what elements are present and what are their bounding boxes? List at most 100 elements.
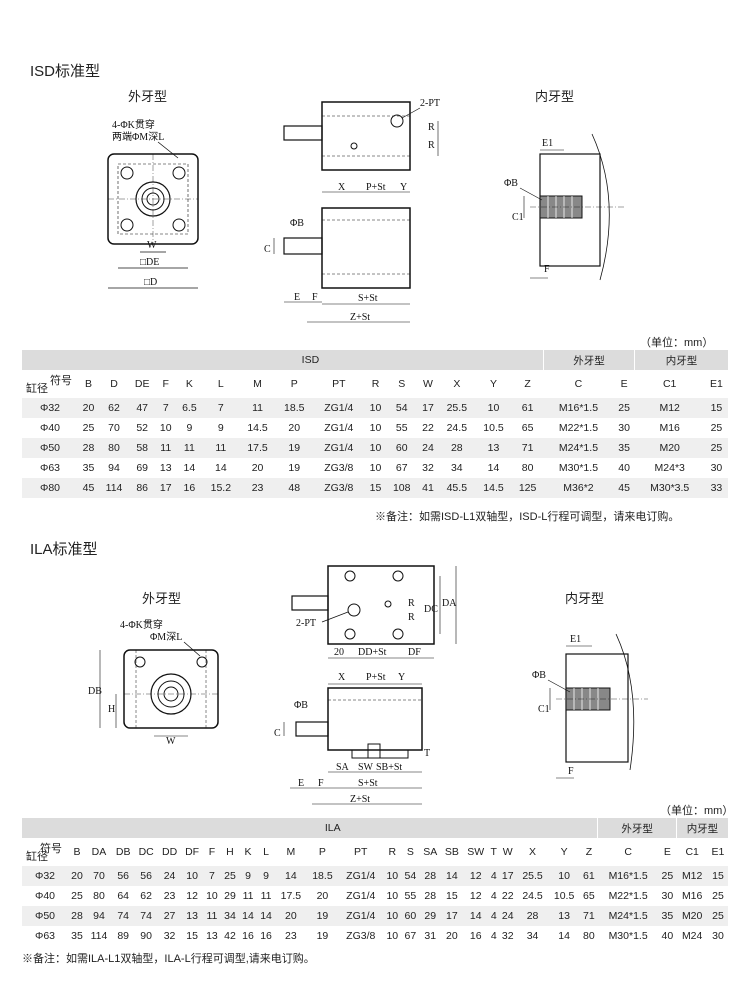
ila-table-cell: 62	[134, 886, 158, 906]
ila-table-cell: 74	[111, 906, 135, 926]
ila-column-header: DC	[134, 838, 158, 866]
isd-table-cell: 7	[155, 398, 177, 418]
isd-column-header: D	[98, 370, 130, 398]
ila-table-cell: 74	[134, 906, 158, 926]
ila-table-cell: 114	[86, 926, 112, 946]
isd-table-cell: 35	[613, 438, 635, 458]
isd-table-cell: M30*3.5	[634, 478, 705, 498]
ila-column-header: T	[488, 838, 499, 866]
ila-table-cell: 13	[181, 906, 203, 926]
ila-table-cell: 22	[498, 886, 517, 906]
isd-column-header: Y	[475, 370, 512, 398]
isd-d-label: □D	[144, 277, 157, 288]
ila-section-title: ILA标准型	[30, 541, 98, 558]
ila-hole-note-2: ΦM深L	[150, 631, 182, 643]
ila-int-phi-b-label: ΦB	[532, 670, 546, 681]
ila-table-cell: 17	[498, 866, 517, 886]
ila-side-view-drawing: 2-PT R R DC DA 20 DD+St DF X P+St Y ΦB C…	[274, 565, 457, 805]
isd-note: ※备注：如需ISD-L1双轴型，ISD-L行程可调型，请来电订购。	[375, 511, 680, 523]
isd-column-header: C1	[634, 370, 705, 398]
ila-column-header: DF	[181, 838, 203, 866]
ila-table-cell: 10	[383, 906, 402, 926]
ila-bore-cell: Φ40	[22, 886, 68, 906]
ila-table-cell: 40	[658, 926, 677, 946]
ila-sw-label: SW	[358, 762, 374, 773]
isd-table-cell: M12	[634, 398, 705, 418]
ila-table-cell: 16	[257, 926, 276, 946]
ila-p-st-label: P+St	[366, 672, 386, 683]
ila-r2-label: R	[408, 612, 415, 623]
ila-column-header: M	[275, 838, 307, 866]
ila-table-cell: M22*1.5	[597, 886, 659, 906]
isd-table-cell: 47	[129, 398, 156, 418]
ila-table-cell: M20	[676, 906, 708, 926]
isd-table-cell: M24*1.5	[543, 438, 614, 458]
ila-unit-note: （单位：mm）	[660, 805, 734, 817]
isd-hole-note-1: 4-ΦK贯穿	[112, 118, 155, 131]
isd-group-int: 内牙型	[634, 350, 728, 370]
isd-table-cell: 80	[98, 438, 130, 458]
ila-column-header: Y	[548, 838, 580, 866]
ila-table-cell: 34	[516, 926, 549, 946]
isd-table-cell: 40	[613, 458, 635, 478]
isd-column-header: R	[365, 370, 386, 398]
ila-table-cell: M16	[676, 886, 708, 906]
ila-table-cell: 10	[181, 866, 203, 886]
ila-table-cell: 14	[275, 866, 307, 886]
isd-table-cell: 71	[511, 438, 544, 458]
ila-table-cell: 24	[498, 906, 517, 926]
ila-table-cell: 20	[68, 866, 87, 886]
isd-table-cell: 18.5	[275, 398, 313, 418]
isd-table-cell: 70	[98, 418, 130, 438]
ila-column-header: E	[658, 838, 677, 866]
ila-table-cell: 4	[488, 886, 499, 906]
isd-table-cell: 45.5	[438, 478, 476, 498]
ila-table-cell: 19	[306, 926, 339, 946]
ila-table-cell: M16*1.5	[597, 866, 659, 886]
isd-table-cell: 19	[275, 458, 313, 478]
isd-column-header: E	[613, 370, 635, 398]
ila-table-cell: 10.5	[548, 886, 580, 906]
ila-da-label: DA	[442, 598, 457, 609]
ila-column-header: SA	[419, 838, 442, 866]
isd-table-cell: 32	[417, 458, 439, 478]
ila-int-thread-label: 内牙型	[565, 591, 605, 606]
isd-p-st-label: P+St	[366, 182, 386, 193]
isd-column-header: B	[78, 370, 99, 398]
isd-table-cell: 10	[475, 398, 512, 418]
isd-bore-cell: Φ50	[22, 438, 78, 458]
isd-table-cell: ZG1/4	[312, 398, 366, 418]
ila-column-header: H	[220, 838, 239, 866]
isd-column-header: PT	[312, 370, 366, 398]
isd-table-cell: 11	[176, 438, 203, 458]
isd-pt-label: 2-PT	[420, 98, 440, 109]
isd-table-cell: 17.5	[239, 438, 276, 458]
ila-column-header: X	[516, 838, 549, 866]
isd-column-header: P	[275, 370, 313, 398]
isd-table-cell: 24	[417, 438, 439, 458]
isd-table-cell: 23	[239, 478, 276, 498]
isd-table-cell: 15	[365, 478, 386, 498]
ila-column-header: S	[401, 838, 420, 866]
isd-table-cell: 9	[202, 418, 240, 438]
isd-table-cell: M16	[634, 418, 705, 438]
ila-table-cell: 14	[441, 866, 463, 886]
ila-bore-cell: Φ50	[22, 906, 68, 926]
isd-corner-bore-label: 缸径	[26, 383, 48, 395]
ila-table-cell: 18.5	[306, 866, 339, 886]
isd-table-cell: M30*1.5	[543, 458, 614, 478]
isd-table-cell: 14	[176, 458, 203, 478]
isd-table-cell: 10	[365, 458, 386, 478]
ila-corner-bore-label: 缸径	[26, 851, 48, 863]
ila-table-cell: 30	[707, 926, 728, 946]
ila-table-cell: 10	[202, 886, 221, 906]
ila-table-cell: 60	[401, 906, 420, 926]
ila-bore-cell: Φ32	[22, 866, 68, 886]
ila-w-label: W	[166, 736, 176, 747]
isd-table-cell: 67	[386, 458, 418, 478]
ila-table-cell: 17	[441, 906, 463, 926]
